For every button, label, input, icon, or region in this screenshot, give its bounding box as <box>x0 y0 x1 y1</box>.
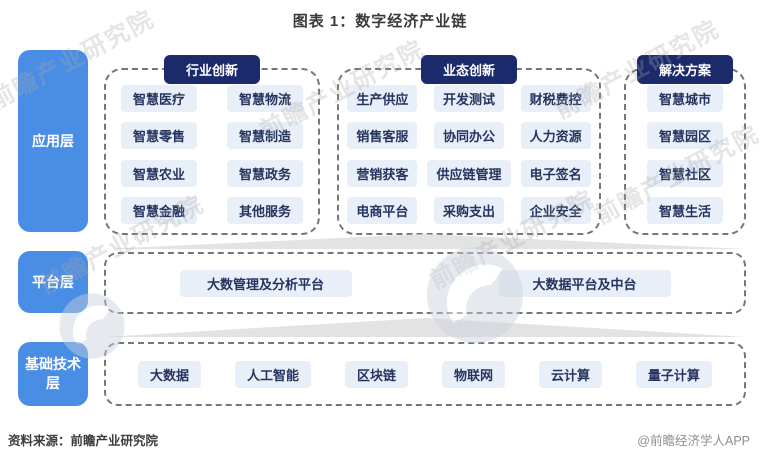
group-header-business-innovation: 业态创新 <box>420 55 518 84</box>
group-header-industry-innovation: 行业创新 <box>163 55 261 84</box>
flow-triangle-bottom <box>104 318 746 337</box>
foundation-item-pill: 量子计算 <box>635 360 712 388</box>
foundation-item-pill: 区块链 <box>344 360 408 388</box>
item-pill: 智慧社区 <box>646 159 723 187</box>
flow-triangle-top <box>104 234 746 249</box>
platform-layer-box: 大数管理及分析平台 大数据平台及中台 <box>104 252 746 314</box>
item-pill: 供应链管理 <box>427 159 511 187</box>
item-pill: 智慧医疗 <box>120 85 197 113</box>
item-pill: 电子签名 <box>520 159 591 187</box>
item-pill: 智慧政务 <box>226 159 303 187</box>
item-pill: 智慧农业 <box>120 159 197 187</box>
item-pill: 采购支出 <box>433 196 504 224</box>
platform-item-pill: 大数据平台及中台 <box>498 269 671 297</box>
item-pill: 智慧生活 <box>646 196 723 224</box>
item-pill: 开发测试 <box>433 85 504 113</box>
item-pill: 人力资源 <box>520 122 591 150</box>
credit-note: @前瞻经济学人APP <box>637 434 750 448</box>
item-pill: 营销获客 <box>347 159 418 187</box>
foundation-layer-box: 大数据 人工智能 区块链 物联网 云计算 量子计算 <box>104 342 746 406</box>
item-pill: 企业安全 <box>520 196 591 224</box>
item-pill: 智慧物流 <box>226 85 303 113</box>
group-box-business-innovation: 业态创新 生产供应 开发测试 财税费控 销售客服 协同办公 人力资源 营销获客 … <box>337 55 601 235</box>
foundation-item-pill: 大数据 <box>138 360 202 388</box>
layer-label-platform: 平台层 <box>18 251 88 313</box>
source-note: 资料来源：前瞻产业研究院 <box>8 434 159 448</box>
platform-item-pill: 大数管理及分析平台 <box>179 269 352 297</box>
item-pill: 智慧园区 <box>646 122 723 150</box>
foundation-item-pill: 物联网 <box>441 360 505 388</box>
item-pill: 其他服务 <box>226 196 303 224</box>
group-items-industry-innovation: 智慧医疗 智慧物流 智慧零售 智慧制造 智慧农业 智慧政务 智慧金融 其他服务 <box>106 80 318 229</box>
item-pill: 电商平台 <box>347 196 418 224</box>
item-pill: 智慧城市 <box>646 85 723 113</box>
item-pill: 生产供应 <box>347 85 418 113</box>
item-pill: 协同办公 <box>433 122 504 150</box>
layer-label-foundation: 基础技术层 <box>18 342 88 406</box>
layer-label-application: 应用层 <box>18 50 88 232</box>
foundation-item-pill: 云计算 <box>538 360 602 388</box>
item-pill: 销售客服 <box>347 122 418 150</box>
group-items-business-innovation: 生产供应 开发测试 财税费控 销售客服 协同办公 人力资源 营销获客 供应链管理… <box>339 80 599 229</box>
group-box-industry-innovation: 行业创新 智慧医疗 智慧物流 智慧零售 智慧制造 智慧农业 智慧政务 智慧金融 … <box>104 55 320 235</box>
foundation-item-pill: 人工智能 <box>234 360 311 388</box>
item-pill: 智慧制造 <box>226 122 303 150</box>
item-pill: 智慧金融 <box>120 196 197 224</box>
group-box-solutions: 解决方案 智慧城市 智慧园区 智慧社区 智慧生活 <box>624 55 746 235</box>
group-header-solutions: 解决方案 <box>636 55 734 84</box>
item-pill: 财税费控 <box>520 85 591 113</box>
figure-title: 图表 1：数字经济产业链 <box>292 13 468 30</box>
group-items-solutions: 智慧城市 智慧园区 智慧社区 智慧生活 <box>626 80 744 229</box>
item-pill: 智慧零售 <box>120 122 197 150</box>
